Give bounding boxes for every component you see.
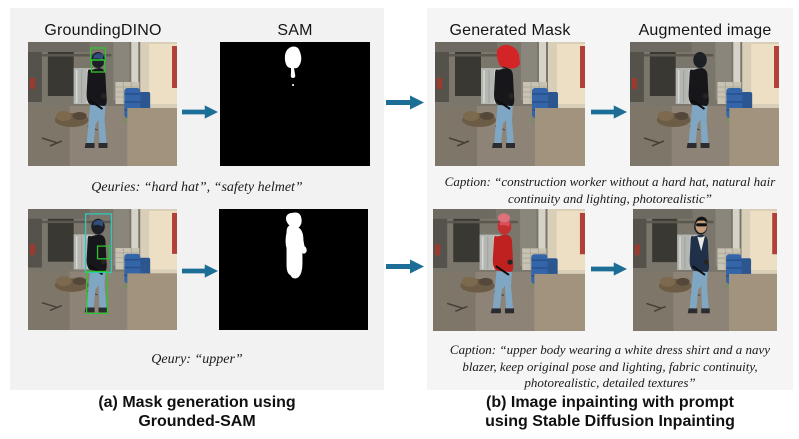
arrow-right-icon xyxy=(386,95,424,110)
query-text-row1: Qeuries: “hard hat”, “safety helmet” xyxy=(91,180,303,195)
column-title-sam: SAM xyxy=(277,22,313,39)
panel-mask-generation: GroundingDINO SAM Qeuries: “hard hat”, “… xyxy=(10,8,384,390)
arrow-right-icon xyxy=(591,262,627,276)
column-title-augmented-image: Augmented image xyxy=(638,22,772,39)
image-generated-mask-row2 xyxy=(433,209,585,331)
image-augmented-row2 xyxy=(633,209,777,331)
subcaption-a: (a) Mask generation using Grounded-SAM xyxy=(10,393,384,431)
image-augmented-row1 xyxy=(630,42,779,166)
arrow-right-icon xyxy=(182,105,218,119)
subcaption-a-line1: (a) Mask generation using xyxy=(98,394,296,411)
query-text-row2: Qeury: “upper” xyxy=(151,352,243,367)
subcaption-b-line2: using Stable Diffusion Inpainting xyxy=(485,413,735,430)
column-title-groundingdino: GroundingDINO xyxy=(44,22,162,39)
subcaption-a-line2: Grounded-SAM xyxy=(138,413,256,430)
subcaption-b: (b) Image inpainting with prompt using S… xyxy=(427,393,793,431)
image-groundingdino-row2 xyxy=(28,209,177,330)
caption-text-row2: Caption: “upper body wearing a white dre… xyxy=(449,342,771,390)
image-generated-mask-row1 xyxy=(435,42,585,166)
image-groundingdino-row1 xyxy=(28,42,177,166)
image-sam-mask-row2 xyxy=(219,209,368,330)
column-title-generated-mask: Generated Mask xyxy=(449,22,571,39)
caption-text-row1: Caption: “construction worker without a … xyxy=(444,174,776,206)
arrow-right-icon xyxy=(386,259,424,274)
arrow-right-icon xyxy=(591,105,627,119)
image-sam-mask-row1 xyxy=(220,42,370,166)
subcaption-b-line1: (b) Image inpainting with prompt xyxy=(486,394,734,411)
arrow-right-icon xyxy=(182,264,218,278)
panel-inpainting: Generated Mask Augmented image Caption: … xyxy=(427,8,793,390)
